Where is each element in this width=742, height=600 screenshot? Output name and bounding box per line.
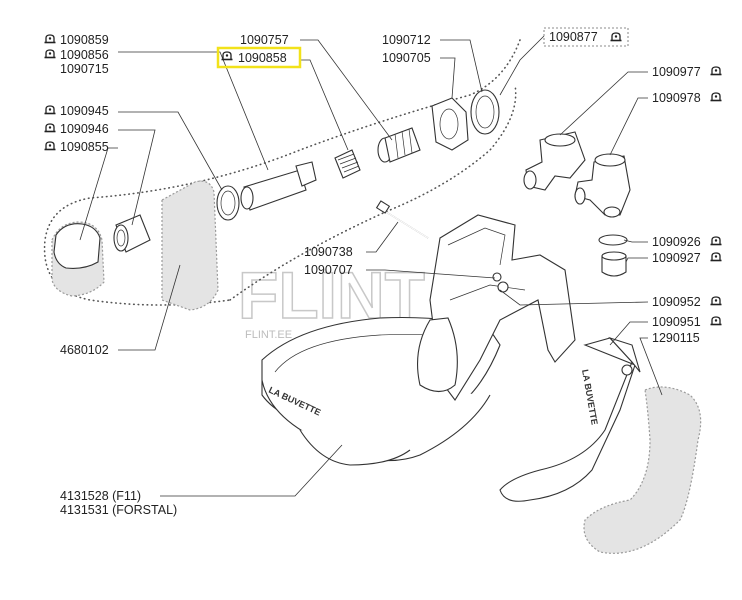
cap-part [53,223,101,269]
label-1090856: 1090856 [60,48,109,62]
label-1090715: 1090715 [60,62,109,76]
valve-symbol-icon [43,49,57,59]
label-1090855: 1090855 [60,140,109,154]
valve-symbol-icon [709,252,723,262]
oring-part [598,234,628,246]
label-1090946: 1090946 [60,122,109,136]
label-1090951: 1090951 [652,315,701,329]
valve-symbol-icon [43,123,57,133]
valve-symbol-icon [43,105,57,115]
washer-part [216,185,240,221]
label-4131531: 4131531 (FORSTAL) [60,503,177,517]
label-1090707: 1090707 [304,263,353,277]
label-1090859: 1090859 [60,33,109,47]
seal-ring-part [470,89,500,135]
valve-housing [417,214,576,401]
label-1090927: 1090927 [652,251,701,265]
bowl: LA BUVETTE [261,316,501,466]
label-1290115: 1290115 [652,331,700,345]
group-outline-upper [229,84,517,301]
label-1090877: 1090877 [549,30,598,44]
hex-nut-part [431,97,469,151]
plug-part [601,251,627,277]
valve-symbol-icon [709,92,723,102]
label-1090952: 1090952 [652,295,701,309]
paddle: LA BUVETTE [499,336,641,502]
valve-seat-part [113,214,151,253]
tee-fitting-part [574,153,631,218]
valve-symbol-icon [709,296,723,306]
label-4131528: 4131528 (F11) [60,489,141,503]
threaded-body-part [377,127,421,163]
ghost-backplate-part [161,180,219,311]
leader-lines [79,35,663,497]
label-1090926: 1090926 [652,235,701,249]
label-1090738: 1090738 [304,245,353,259]
valve-symbol-icon [220,51,234,61]
label-1090705: 1090705 [382,51,431,65]
watermark: FLINT FLINT.EE [237,257,425,341]
label-1090858: 1090858 [238,51,287,65]
valve-stem-part [240,161,317,211]
valve-symbol-icon [709,236,723,246]
label-1090757: 1090757 [240,33,289,47]
label-frame-1090877 [543,27,629,47]
valve-symbol-icon [43,141,57,151]
highlight-box [216,46,302,69]
label-1090945: 1090945 [60,104,109,118]
label-1090977: 1090977 [652,65,701,79]
valve-symbol-icon [709,66,723,76]
nut-part [492,272,509,293]
watermark-sub: FLINT.EE [245,329,292,341]
label-1090712: 1090712 [382,33,431,47]
valve-symbol-icon [609,32,623,42]
valve-symbol-icon [709,316,723,326]
paddle-brand-text: LA BUVETTE [580,369,600,426]
elbow-fitting-part [523,131,586,191]
group-outline-valve-assembly [43,39,521,306]
ghost-paddle-part [583,386,702,554]
valve-symbol-icon [43,34,57,44]
bolt-part [375,200,429,239]
label-1090978: 1090978 [652,91,701,105]
part-labels: 1090859 1090856 1090715 1090757 1090858 … [43,27,723,517]
spring-part [334,149,361,179]
label-4680102: 4680102 [60,343,109,357]
